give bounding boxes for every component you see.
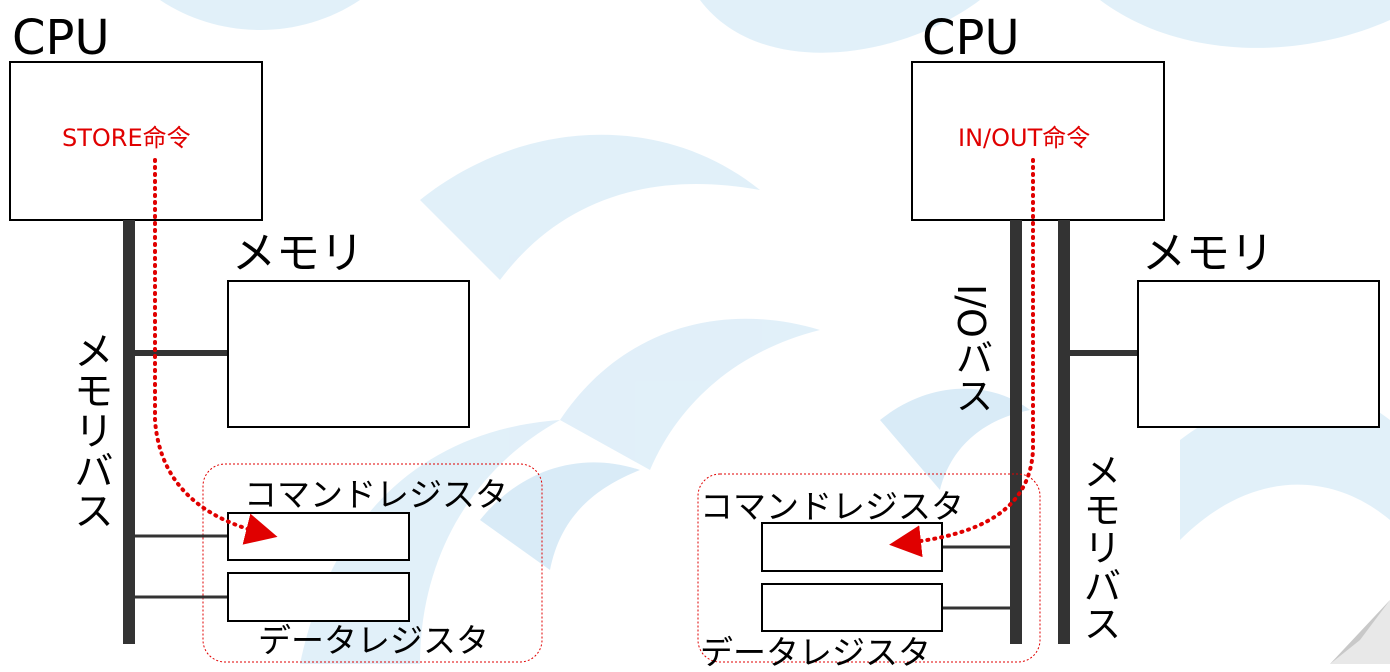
right-command-register-box [761,522,943,572]
left-command-register-label: コマンドレジスタ [244,475,508,514]
right-instruction-label: IN/OUT命令 [958,124,1091,152]
right-inout-arrow [889,158,1035,558]
right-io-bus-label: I/Oバス [949,284,993,414]
right-memory-bus [1058,220,1070,644]
left-command-register-box [227,512,410,561]
right-command-register-label: コマンドレジスタ [700,487,964,526]
left-instruction-label: STORE命令 [62,124,191,152]
left-io-device-outline [202,463,543,663]
left-store-arrow [153,158,278,545]
left-cpu-box [9,61,263,221]
right-memory-title: メモリ [1142,228,1274,279]
right-memory-box [1137,280,1380,428]
right-data-register-label: データレジスタ [700,633,931,672]
left-memory-bus [123,220,135,644]
right-io-bus [1010,220,1022,644]
left-memory-box [227,280,470,428]
right-cpu-title: CPU [922,10,1020,66]
right-cpu-box [911,61,1165,221]
left-cpu-title: CPU [12,10,110,66]
left-data-register-label: データレジスタ [258,621,489,660]
left-memory-title: メモリ [232,228,364,279]
left-data-register-box [227,572,410,622]
right-io-device-outline [697,473,1041,663]
right-memory-bus-label: メモリバス [1077,452,1121,642]
right-data-register-box [761,583,943,632]
left-memory-bus-label: メモリバス [67,330,113,530]
